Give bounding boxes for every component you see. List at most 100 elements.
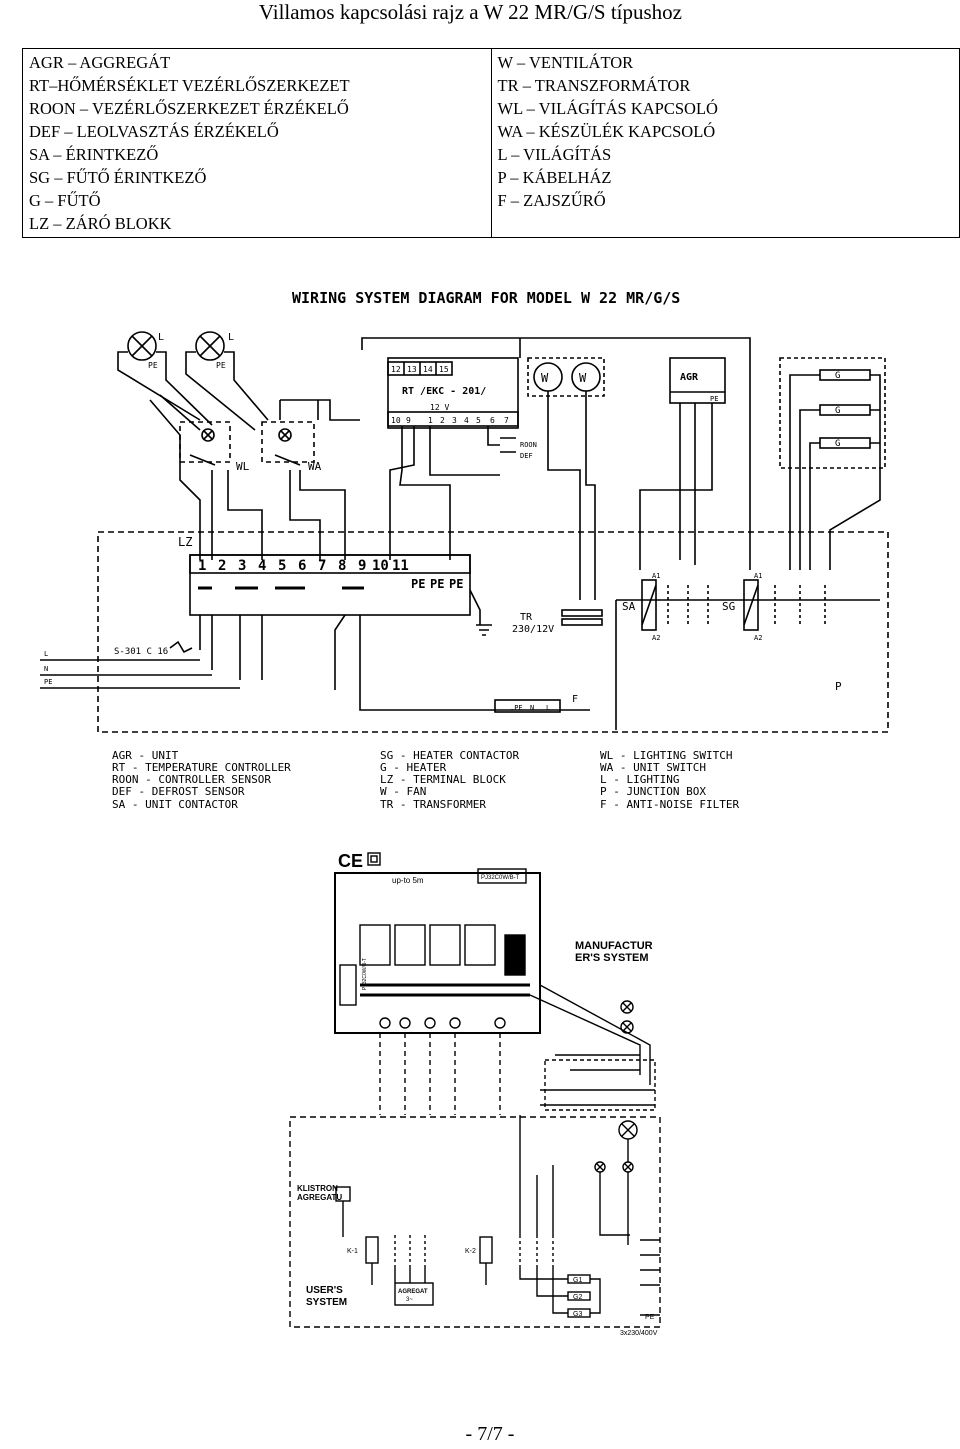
lamp-icon [618, 1120, 638, 1140]
svg-text:11: 11 [392, 558, 409, 574]
svg-text:SG: SG [722, 600, 735, 613]
wl-label: WL [236, 460, 250, 473]
users-system-label: SYSTEM [306, 1297, 347, 1308]
legend-item: G – FŰTŐ [29, 191, 101, 210]
diagram-legend-item: SA - UNIT CONTACTOR [112, 798, 238, 811]
svg-text:AGREGAT: AGREGAT [398, 1289, 428, 1295]
svg-text:10: 10 [391, 416, 401, 425]
svg-text:SA: SA [622, 600, 636, 613]
lamp-icon [620, 1000, 634, 1014]
legend-item: TR – TRANSZFORMÁTOR [497, 76, 691, 95]
manufacturer-label: MANUFACTUR [575, 940, 653, 952]
svg-text:12: 12 [391, 365, 401, 374]
legend-item: WL – VILÁGÍTÁS KAPCSOLÓ [497, 99, 718, 118]
svg-text:A1: A1 [652, 572, 660, 580]
diagram-legend-item: ROON - CONTROLLER SENSOR [112, 773, 271, 786]
abbreviation-legend-table: AGR – AGGREGÁT RT–HŐMÉRSÉKLET VEZÉRLŐSZE… [22, 48, 960, 238]
controller-module: up-to 5m PJ32C0W/B-T PJ32C0W/B-T [334, 868, 541, 1034]
diagram-legend-item: SG - HEATER CONTACTOR [380, 749, 519, 762]
svg-text:N: N [44, 665, 48, 673]
svg-text:3: 3 [452, 416, 457, 425]
svg-text:4: 4 [464, 416, 469, 425]
svg-text:AGREGATU: AGREGATU [297, 1193, 342, 1202]
svg-text:10: 10 [372, 558, 389, 574]
svg-text:9: 9 [358, 558, 366, 574]
sa-contactor: SA A1 A2 [622, 572, 709, 642]
svg-text:PE: PE [411, 577, 425, 591]
supply-label: 3x230/400V [620, 1330, 658, 1337]
svg-text:6: 6 [490, 416, 495, 425]
svg-text:N: N [530, 704, 534, 712]
lamp-label: L [158, 332, 164, 343]
wiring-diagram-controller: CE up-to 5m PJ32C0W/B-T PJ32C0W/B-T MANU… [289, 851, 661, 1337]
svg-text:TR: TR [520, 612, 533, 623]
diagram-legend-item: TR - TRANSFORMER [380, 798, 486, 811]
legend-item: SG – FŰTŐ ÉRINTKEZŐ [29, 168, 207, 187]
svg-text:KLISTRON: KLISTRON [297, 1184, 338, 1193]
legend-item: ROON – VEZÉRLŐSZERKEZET ÉRZÉKELŐ [29, 99, 349, 118]
svg-text:K-2: K-2 [465, 1248, 476, 1255]
svg-text:up-to 5m: up-to 5m [392, 876, 424, 885]
legend-left-column: AGR – AGGREGÁT RT–HŐMÉRSÉKLET VEZÉRLŐSZE… [22, 48, 492, 238]
svg-text:G2: G2 [573, 1294, 582, 1301]
svg-text:AGR: AGR [680, 372, 699, 383]
fan-icon: W [571, 362, 601, 392]
svg-text:G3: G3 [573, 1311, 582, 1318]
svg-text:PE: PE [710, 395, 718, 403]
svg-text:W: W [579, 371, 587, 385]
heater-g2: G [819, 404, 871, 416]
legend-item: LZ – ZÁRÓ BLOKK [29, 214, 172, 233]
sg-contactor: SG A1 A2 [722, 572, 826, 642]
ce-mark: CE [338, 851, 363, 871]
lamp-icon [127, 331, 157, 361]
contactor-k1: K-1 [347, 1235, 426, 1265]
svg-text:W: W [541, 371, 549, 385]
diagram-legend-item: WA - UNIT SWITCH [600, 761, 706, 774]
page-header: Villamos kapcsolási rajz a W 22 MR/G/S t… [0, 0, 960, 24]
lamp-pe-label: PE [216, 361, 226, 370]
svg-text:L: L [546, 704, 550, 712]
legend-item: L – VILÁGÍTÁS [497, 145, 612, 164]
svg-text:A2: A2 [652, 634, 660, 642]
lamp-icon [594, 1161, 606, 1173]
lamp-icon [620, 1020, 634, 1034]
svg-text:K-1: K-1 [347, 1248, 358, 1255]
svg-text:1: 1 [198, 558, 206, 574]
svg-text:1: 1 [428, 416, 433, 425]
svg-text:7: 7 [504, 416, 509, 425]
diagram-title: WIRING SYSTEM DIAGRAM FOR MODEL W 22 MR/… [292, 289, 680, 307]
diagram-legend-item: LZ - TERMINAL BLOCK [380, 773, 506, 786]
diagram-legend-item: RT - TEMPERATURE CONTROLLER [112, 761, 291, 774]
controller-label: RT /EKC - 201/ [402, 386, 486, 397]
legend-item: RT–HŐMÉRSÉKLET VEZÉRLŐSZERKEZET [29, 76, 350, 95]
svg-text:PE: PE [44, 678, 52, 686]
lamp-pe-label: PE [148, 361, 158, 370]
diagram-legend-item: G - HEATER [380, 761, 447, 774]
diagram-legend-item: AGR - UNIT [112, 749, 179, 762]
svg-text:PJ32C0W/B-T: PJ32C0W/B-T [362, 958, 368, 990]
diagram-legend-item: F - ANTI-NOISE FILTER [600, 798, 739, 811]
svg-text:2: 2 [440, 416, 445, 425]
lamp-label: L [228, 332, 234, 343]
wiring-diagram-w22: WIRING SYSTEM DIAGRAM FOR MODEL W 22 MR/… [40, 289, 889, 811]
wa-label: WA [308, 460, 322, 473]
contactor-k2: K-2 [465, 1235, 554, 1265]
page-number: - 7/7 - [465, 1423, 515, 1445]
svg-text:PE: PE [449, 577, 463, 591]
svg-text:.PE: .PE [510, 704, 523, 712]
diagram-legend-item: L - LIGHTING [600, 773, 679, 786]
legend-right-column: W – VENTILÁTOR TR – TRANSZFORMÁTOR WL – … [490, 48, 960, 238]
legend-item: AGR – AGGREGÁT [29, 53, 171, 72]
svg-text:230/12V: 230/12V [512, 624, 554, 635]
breaker-label: S-301 C 16 [114, 647, 168, 657]
diagram-legend-item: DEF - DEFROST SENSOR [112, 785, 245, 798]
agr-unit: AGR PE [669, 357, 726, 404]
svg-text:13: 13 [407, 365, 417, 374]
anti-noise-filter: .PE N L F [494, 694, 578, 713]
diagram-legend-item: WL - LIGHTING SWITCH [600, 749, 732, 762]
legend-item: SA – ÉRINTKEZŐ [29, 145, 159, 164]
legend-item: DEF – LEOLVASZTÁS ÉRZÉKELŐ [29, 122, 279, 141]
svg-text:2: 2 [218, 558, 226, 574]
svg-text:G: G [835, 371, 840, 381]
legend-item: F – ZAJSZŰRŐ [497, 191, 606, 210]
